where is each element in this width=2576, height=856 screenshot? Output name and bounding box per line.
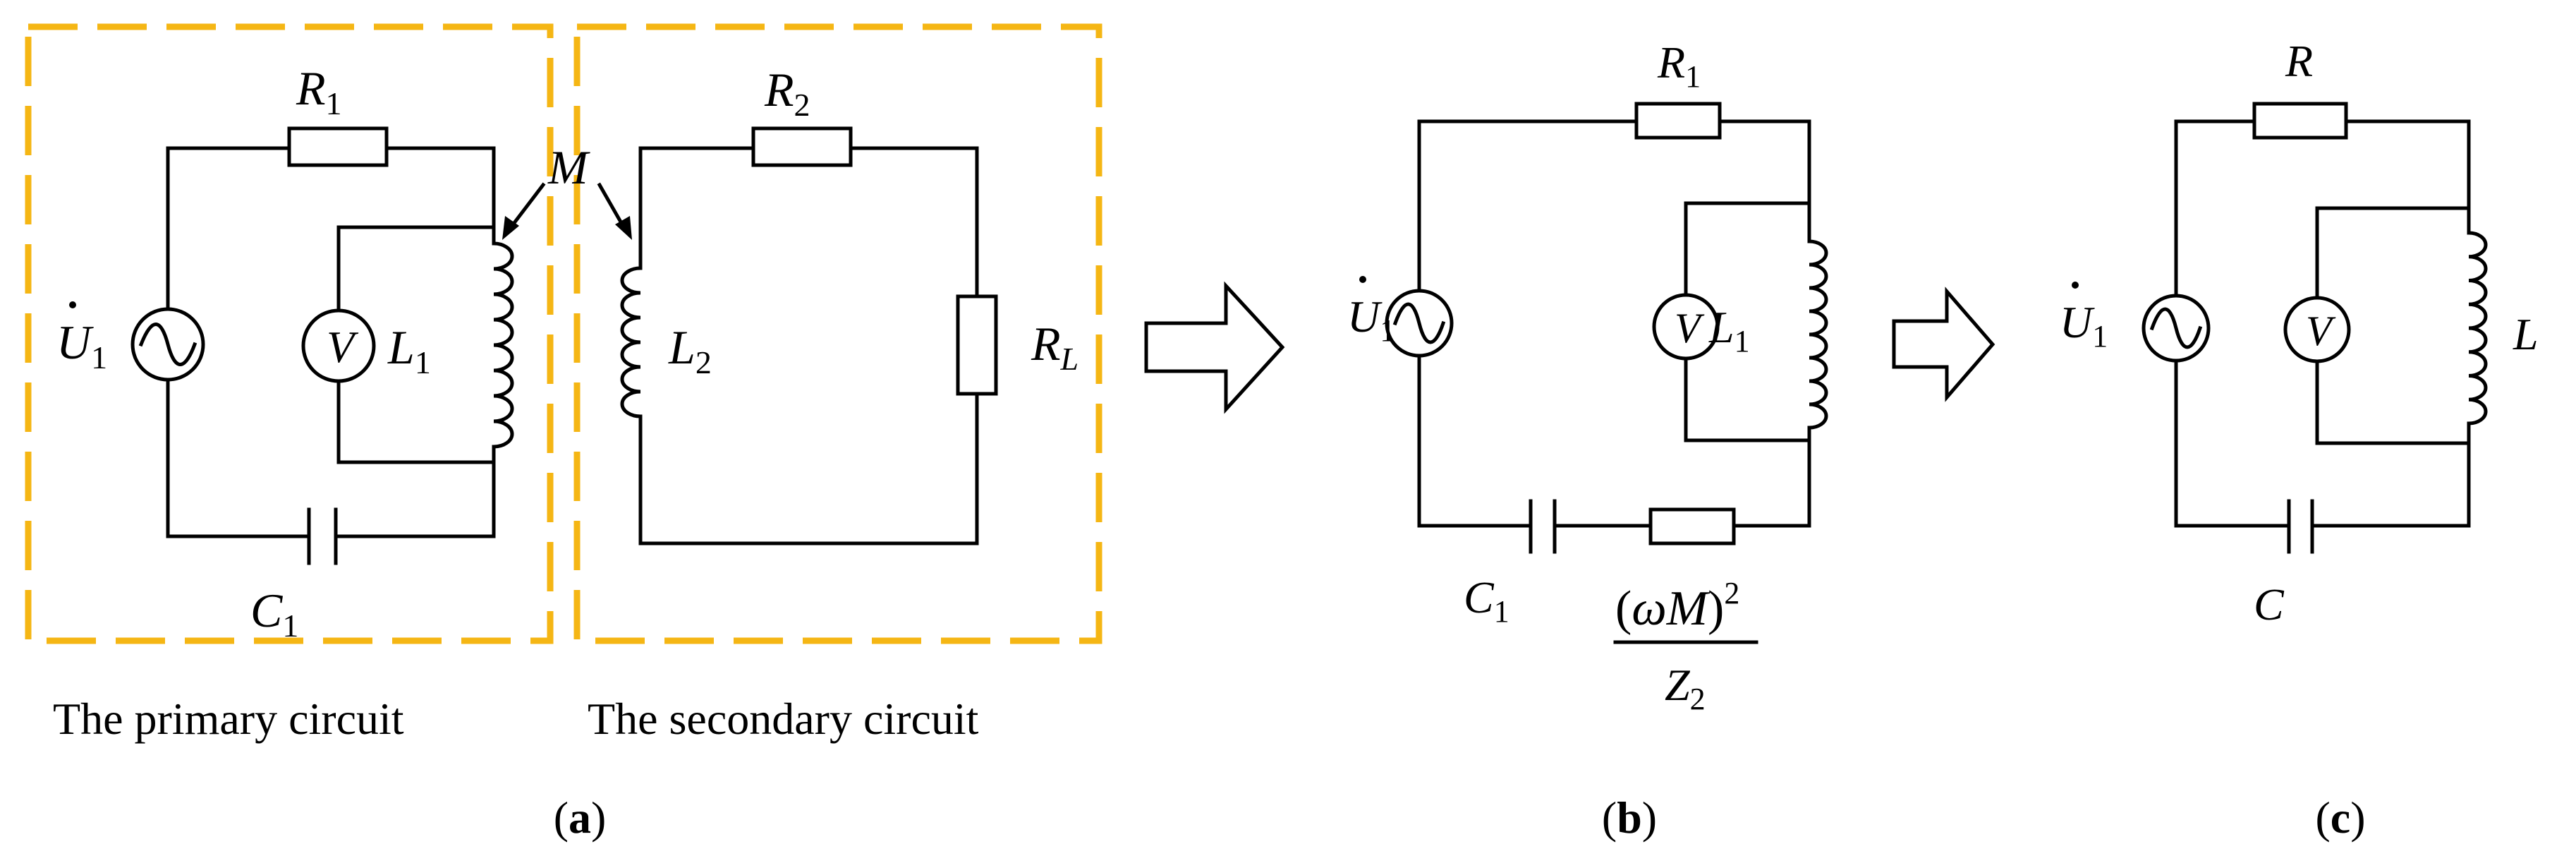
voltmeter-label-b: V — [1675, 305, 1705, 351]
label-r1-b: R1 — [1657, 37, 1701, 94]
resistor-rl — [956, 294, 998, 396]
panel-b-loop-wire — [1417, 119, 1811, 528]
resistor-r1 — [287, 126, 389, 167]
label-u1: U1 — [56, 315, 107, 375]
primary-circuit-boundary — [25, 23, 554, 644]
inductor-l2 — [620, 266, 643, 418]
label-l: L — [2513, 309, 2539, 359]
voltmeter-label-c: V — [2306, 308, 2336, 354]
voltmeter-c — [2283, 296, 2351, 363]
phasor-dot-icon — [1359, 276, 1366, 283]
transform-arrow-icon — [1892, 287, 1995, 402]
mutual-arrow-right-icon — [615, 216, 632, 240]
label-r2: R2 — [764, 63, 810, 123]
panel-c-voltmeter-branch-wire — [2315, 206, 2471, 445]
label-r: R — [2285, 36, 2313, 86]
primary-circuit-label: The primary circuit — [53, 694, 404, 744]
voltmeter-branch-wire — [336, 225, 496, 464]
resistor-reflected — [1648, 507, 1736, 545]
label-r1: R1 — [296, 61, 342, 121]
label-rl: RL — [1031, 317, 1079, 377]
reflected-impedance-denominator: Z2 — [1665, 660, 1706, 716]
label-mutual-m: M — [547, 140, 590, 194]
inductor-l1 — [492, 241, 514, 449]
label-c1: C1 — [250, 584, 298, 644]
inductor-l — [2467, 231, 2488, 426]
voltmeter-label: V — [327, 322, 359, 372]
reflected-impedance-numerator: (ωM)2 — [1615, 576, 1739, 636]
caption-a: (a) — [554, 792, 607, 843]
panel-a: R1 R2 M U1 V L1 L2 RL C1 The primary cir… — [25, 23, 1102, 843]
panel-b: R1 U1 V L1 C1 (ωM)2 Z2 (b) — [1347, 37, 1828, 843]
resistor-r — [2252, 102, 2348, 140]
phasor-dot-icon — [69, 301, 76, 308]
label-u1-b: U1 — [1347, 291, 1395, 348]
inductor-l1-b — [1807, 239, 1828, 430]
caption-b: (b) — [1602, 792, 1657, 843]
ac-source-wave-icon — [1392, 302, 1446, 344]
label-l2: L2 — [668, 320, 712, 380]
label-c: C — [2254, 579, 2285, 629]
ac-source-wave-icon — [2149, 307, 2203, 349]
mutual-arrow-left-line — [506, 182, 546, 232]
secondary-circuit-boundary — [573, 23, 1102, 644]
panel-b-voltmeter-branch-wire — [1684, 201, 1811, 442]
voltmeter-b — [1652, 293, 1720, 361]
label-u1-c: U1 — [2060, 297, 2108, 354]
mutual-arrow-left-icon — [502, 216, 519, 240]
panel-c: R U1 V L C (c) — [2060, 36, 2539, 843]
secondary-circuit-label: The secondary circuit — [588, 694, 979, 744]
voltmeter — [301, 308, 376, 383]
ac-source-wave-icon — [138, 322, 198, 366]
resistor-r2 — [751, 126, 853, 167]
resistor-r1-b — [1634, 102, 1722, 140]
label-c1-b: C1 — [1464, 572, 1509, 629]
caption-c: (c) — [2315, 792, 2365, 843]
label-l1: L1 — [387, 320, 431, 380]
phasor-dot-icon — [2072, 282, 2079, 289]
transform-arrow-icon — [1144, 281, 1285, 414]
label-l1-b: L1 — [1708, 302, 1750, 358]
